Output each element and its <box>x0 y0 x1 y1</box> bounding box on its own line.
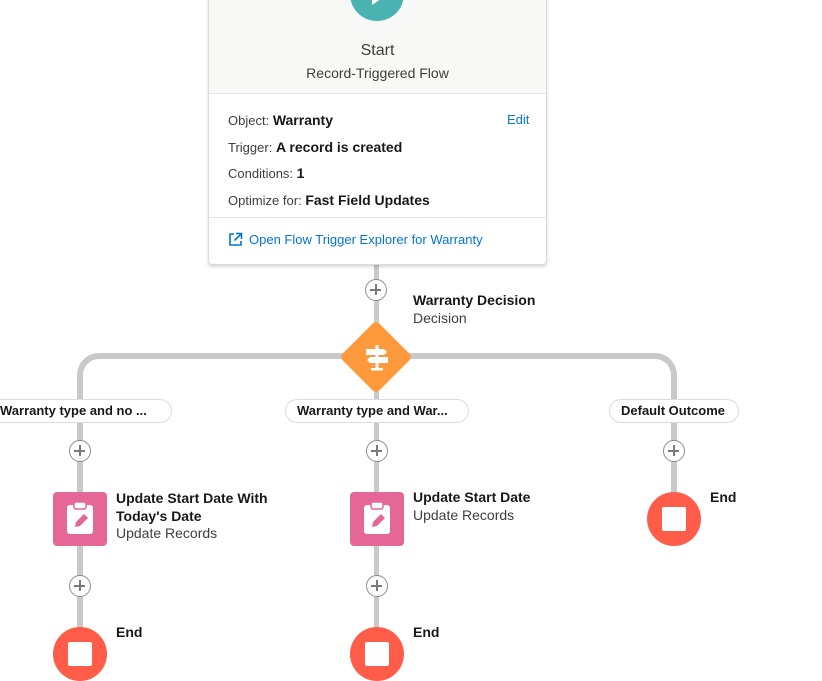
trigger-label: Trigger: <box>228 140 273 155</box>
object-value: Warranty <box>272 112 333 128</box>
end-node-3-label: End <box>710 489 737 505</box>
add-element-after-update-2-button[interactable] <box>366 575 388 597</box>
signpost-icon <box>366 345 388 371</box>
add-element-after-update-1-button[interactable] <box>69 575 91 597</box>
update-records-node-1[interactable] <box>53 492 107 546</box>
connector-branch-left-corner <box>77 353 100 376</box>
trigger-value: A record is created <box>275 139 403 155</box>
clipboard-edit-icon <box>364 501 390 534</box>
update-node-1-type: Update Records <box>116 525 218 541</box>
start-node-card[interactable]: Start Record-Triggered Flow Object: Warr… <box>208 0 547 265</box>
conditions-value: 1 <box>296 165 305 181</box>
optimize-label: Optimize for: <box>228 193 302 208</box>
end-node-2[interactable] <box>350 627 404 681</box>
stop-icon <box>365 642 389 666</box>
stop-icon <box>68 642 92 666</box>
update-records-node-2[interactable] <box>350 492 404 546</box>
add-element-branch-3-button[interactable] <box>663 440 685 462</box>
end-node-1-label: End <box>116 624 143 640</box>
clipboard-edit-icon <box>67 501 93 534</box>
add-element-branch-1-button[interactable] <box>69 440 91 462</box>
end-node-3[interactable] <box>647 492 701 546</box>
add-element-branch-2-button[interactable] <box>366 440 388 462</box>
start-node-header: Start Record-Triggered Flow <box>209 0 546 94</box>
flow-trigger-explorer-label: Open Flow Trigger Explorer for Warranty <box>249 232 483 247</box>
outcome-pill-3[interactable]: Default Outcome <box>609 399 739 423</box>
conditions-property: Conditions: 1 <box>228 165 304 181</box>
card-divider <box>209 217 546 218</box>
add-element-after-start-button[interactable] <box>365 279 387 301</box>
end-node-1[interactable] <box>53 627 107 681</box>
flow-trigger-explorer-link[interactable]: Open Flow Trigger Explorer for Warranty <box>228 232 483 247</box>
object-property: Object: Warranty <box>228 112 333 128</box>
decision-name: Warranty Decision <box>413 292 536 308</box>
start-play-icon <box>350 0 404 21</box>
trigger-property: Trigger: A record is created <box>228 139 402 155</box>
start-node-title: Start <box>360 42 395 59</box>
optimize-property: Optimize for: Fast Field Updates <box>228 192 430 208</box>
object-label: Object: <box>228 113 270 128</box>
outcome-pill-1[interactable]: Warranty type and no ... <box>0 399 172 423</box>
conditions-label: Conditions: <box>228 166 294 181</box>
outcome-pill-2[interactable]: Warranty type and War... <box>285 399 469 423</box>
external-link-icon <box>229 232 243 246</box>
update-node-2-type: Update Records <box>413 507 515 523</box>
start-node-subtitle: Record-Triggered Flow <box>306 65 449 81</box>
end-node-2-label: End <box>413 624 440 640</box>
update-node-2-name: Update Start Date <box>413 489 531 505</box>
connector-branch-right-corner <box>654 353 677 376</box>
edit-link[interactable]: Edit <box>507 112 530 127</box>
stop-icon <box>662 507 686 531</box>
decision-type: Decision <box>413 310 467 326</box>
optimize-value: Fast Field Updates <box>305 192 430 208</box>
update-node-1-name: Update Start Date With Today's Date <box>116 490 268 524</box>
